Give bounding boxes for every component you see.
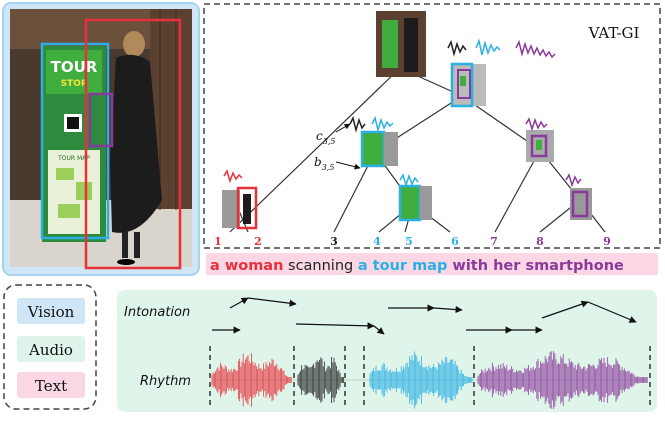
waveform-scanning	[297, 357, 345, 403]
waveform-tour-map	[369, 351, 473, 409]
waveform-smartphone	[477, 351, 648, 409]
waveform-woman	[211, 353, 292, 407]
word-index-6: 6	[451, 235, 459, 248]
arrow-c35	[335, 123, 351, 133]
sign-stop-text: STOP	[61, 79, 88, 89]
legend-text-label: Text	[35, 377, 67, 395]
rhythm-waveforms	[211, 351, 648, 409]
word-index-5: 5	[405, 235, 413, 248]
sign-tour-text: TOUR	[51, 58, 98, 76]
tree-node-level1	[450, 62, 486, 108]
intonation-contour	[212, 297, 637, 335]
vision-box-smartphone	[88, 92, 114, 148]
legend-vision-swatch	[17, 298, 85, 324]
rhythm-label: Rhythm	[140, 374, 191, 389]
label-b35: b3,5	[314, 155, 334, 172]
modality-legend: Vision Audio Text	[3, 284, 97, 410]
vision-box-tour-sign	[40, 42, 110, 240]
sign-map-text: TOUR MAP	[57, 155, 90, 162]
tree-node-root	[376, 11, 426, 77]
word-index-2: 2	[254, 235, 262, 248]
tree-wave-right	[525, 117, 548, 132]
word-indices: 1 2 3 4 5 6 7 8 9	[214, 235, 611, 248]
woman-image	[110, 31, 162, 265]
legend-vision-label: Vision	[27, 303, 75, 321]
word-index-4: 4	[373, 235, 381, 248]
tree-wave-smartphone	[565, 173, 582, 188]
tree-title: VAT-GI	[588, 24, 640, 42]
tree-node-right	[526, 130, 554, 162]
sentence-bar: a woman scanning a tour map with her sma…	[206, 253, 658, 275]
legend-audio-label: Audio	[28, 341, 73, 359]
word-index-3: 3	[330, 235, 338, 248]
tree-wave-tour-map	[399, 173, 419, 188]
rhythm-separators	[209, 346, 651, 408]
tree-wave-woman	[223, 169, 243, 184]
tree-node-smartphone	[570, 188, 592, 220]
word-index-9: 9	[603, 235, 611, 248]
vision-box-woman	[84, 18, 182, 270]
word-index-7: 7	[490, 235, 498, 248]
tour-sign-image: TOUR STOP TOUR MAP	[42, 46, 106, 242]
label-c35: c3,5	[316, 129, 335, 146]
tree-node-woman	[222, 186, 258, 230]
arrow-b35	[335, 161, 361, 170]
legend-audio-swatch	[17, 336, 85, 362]
word-index-8: 8	[536, 235, 544, 248]
audio-panel: Intonation Rhythm	[117, 290, 657, 412]
sentence-text: a woman scanning a tour map with her sma…	[210, 258, 624, 274]
tree-wave-c35	[349, 115, 394, 133]
intonation-label: Intonation	[124, 305, 190, 320]
tree-panel: VAT-GI	[203, 3, 661, 249]
word-index-1: 1	[214, 235, 222, 248]
tree-wave-root	[447, 38, 556, 59]
tree-node-tour-map	[398, 184, 432, 222]
legend-text-swatch	[17, 372, 85, 398]
photo-panel: TOUR STOP TOUR MAP	[2, 2, 200, 276]
tree-node-b35	[360, 130, 398, 168]
